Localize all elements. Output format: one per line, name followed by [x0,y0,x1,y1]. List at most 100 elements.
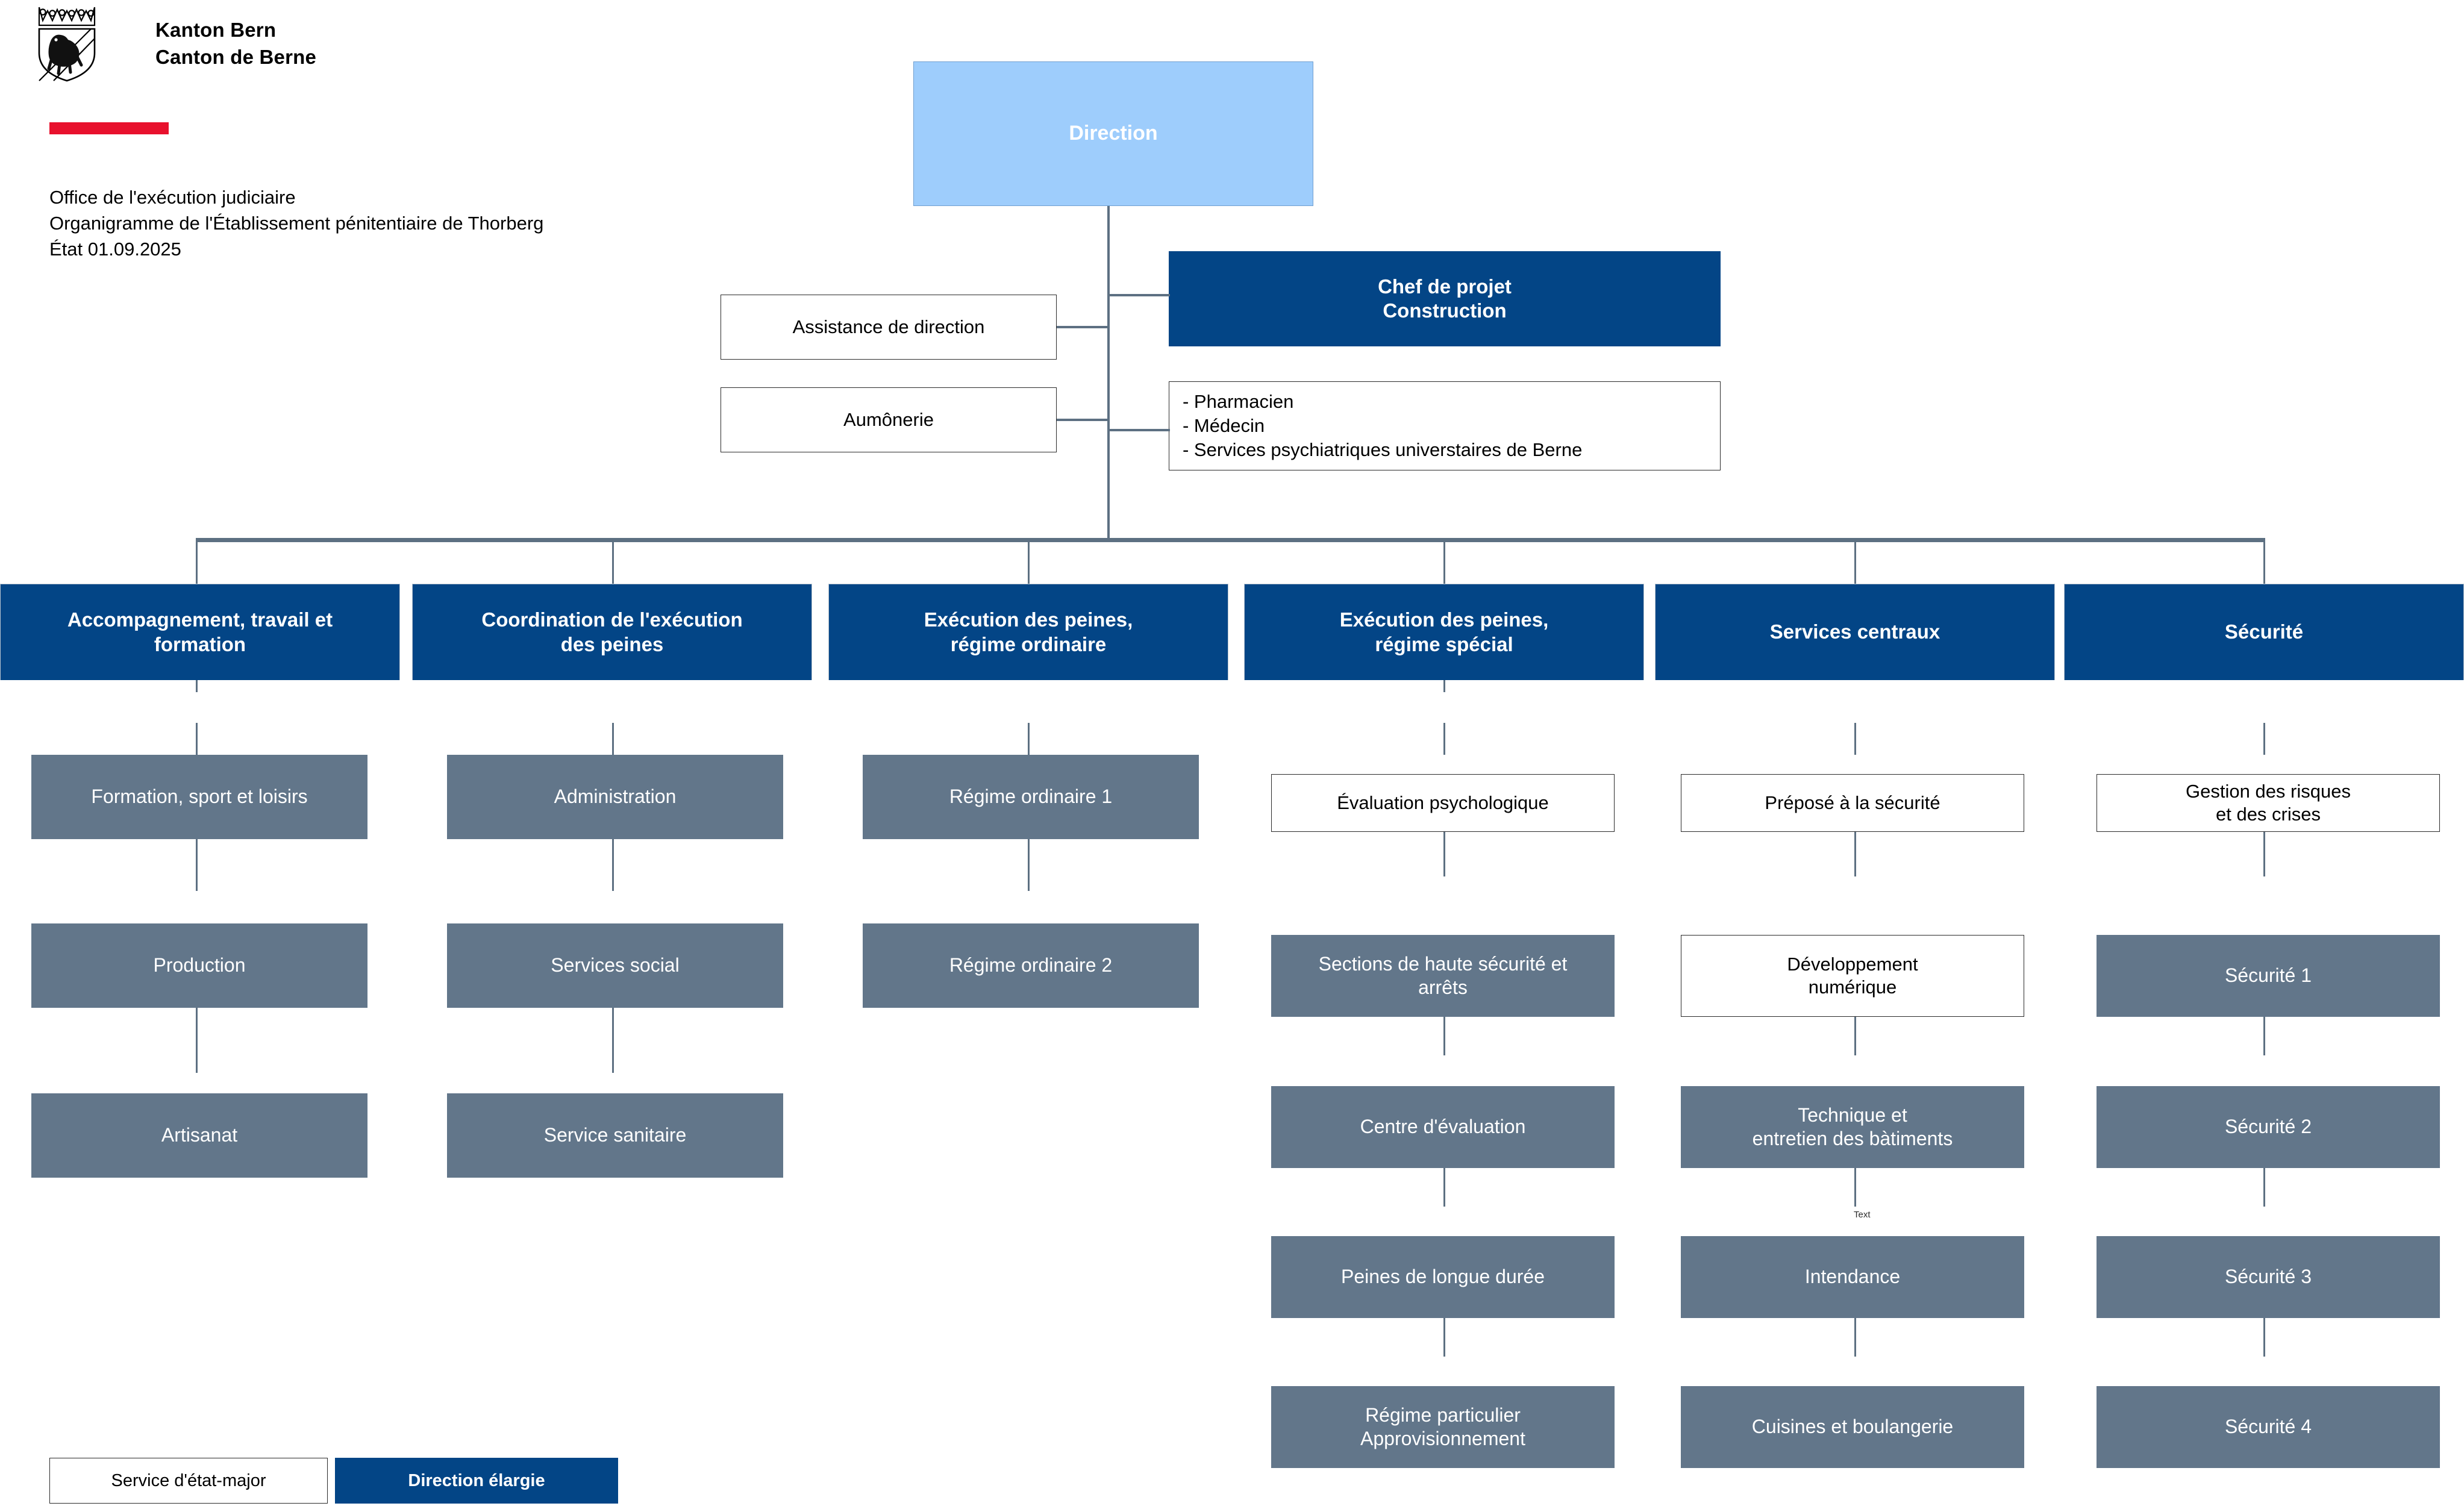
node-assistance-label: Assistance de direction [792,316,985,338]
node-chef-de-projet-label: Chef de projet Construction [1378,275,1512,322]
connector-c5-2 [1854,1017,1856,1055]
node-intendance[interactable]: Intendance [1681,1236,2024,1318]
node-label: Sécurité 2 [2224,1116,2312,1138]
node-label: Sécurité 3 [2224,1266,2312,1288]
connector-aumonerie [1057,419,1108,421]
node-sections-haute-securite[interactable]: Sections de haute sécurité et arrêts [1271,935,1615,1017]
connector-drop-dept-2 [612,538,614,586]
connector-c2-1 [612,839,614,891]
brand-name: Kanton Bern Canton de Berne [155,17,316,71]
node-external-services-label: - Pharmacien - Médecin - Services psychi… [1183,390,1583,461]
connector-c5-4 [1854,1318,1856,1357]
connector-stub-dept-4 [1443,680,1445,692]
node-direction[interactable]: Direction [913,61,1313,206]
node-prepose-a-la-securite[interactable]: Préposé à la sécurité [1681,774,2024,832]
dept-header-label: Sécurité [2224,620,2304,643]
dept-header-label: Accompagnement, travail et formation [67,608,333,655]
node-formation-sport-et-loisirs[interactable]: Formation, sport et loisirs [31,755,367,839]
connector-c1-top [196,723,198,755]
brand-name-fr: Canton de Berne [155,45,317,68]
node-label: Sections de haute sécurité et arrêts [1318,952,1568,998]
node-peines-de-longue-duree[interactable]: Peines de longue durée [1271,1236,1615,1318]
node-label: Formation, sport et loisirs [91,786,308,808]
node-label: Régime ordinaire 2 [949,954,1113,976]
dept-header-label: Exécution des peines, régime spécial [1339,608,1549,655]
node-regime-ordinaire-2[interactable]: Régime ordinaire 2 [863,923,1199,1008]
node-aumonerie-label: Aumônerie [843,409,934,431]
node-gestion-des-risques-et-des-crises[interactable]: Gestion des risques et des crises [2097,774,2440,832]
node-label: Centre d'évaluation [1360,1116,1526,1138]
connector-c6-2 [2263,1017,2265,1055]
node-securite-2[interactable]: Sécurité 2 [2097,1086,2440,1168]
node-technique-et-entretien-des-batiments[interactable]: Technique et entretien des bàtiments [1681,1086,2024,1168]
connector-c4-2 [1443,1017,1445,1055]
connector-chef-de-projet [1107,294,1170,296]
connector-c5-top [1854,723,1856,755]
connector-external-services [1107,429,1170,431]
connector-c4-4 [1443,1318,1445,1357]
connector-drop-dept-3 [1028,538,1030,586]
bern-coat-of-arms-icon [33,5,104,82]
dept-header-regime-special[interactable]: Exécution des peines, régime spécial [1244,584,1644,680]
connector-c3-top [1028,723,1030,755]
node-label: Service sanitaire [543,1124,687,1146]
dept-header-securite[interactable]: Sécurité [2064,584,2464,680]
connector-department-bus [196,538,2265,542]
node-label: Sécurité 1 [2224,964,2312,987]
node-label: Services social [551,954,680,976]
legend-label: Service d'état-major [111,1470,266,1490]
node-aumonerie[interactable]: Aumônerie [721,387,1057,452]
node-service-sanitaire[interactable]: Service sanitaire [447,1093,783,1178]
connector-drop-dept-1 [196,538,198,586]
connector-c6-top [2263,723,2265,755]
connector-c6-4 [2263,1318,2265,1357]
node-centre-devaluation[interactable]: Centre d'évaluation [1271,1086,1615,1168]
node-label: Artisanat [161,1124,238,1146]
connector-stub-dept-1 [196,680,198,692]
dept-header-accompagnement[interactable]: Accompagnement, travail et formation [0,584,400,680]
stray-text-label: Text [1854,1210,1871,1220]
node-regime-particulier-approvisionnement[interactable]: Régime particulier Approvisionnement [1271,1386,1615,1468]
node-label: Cuisines et boulangerie [1751,1416,1954,1438]
connector-assistance [1057,326,1108,328]
dept-header-services-centraux[interactable]: Services centraux [1655,584,2055,680]
connector-c1-2 [196,1008,198,1073]
node-label: Régime ordinaire 1 [949,786,1113,808]
node-label: Gestion des risques et des crises [2186,781,2351,825]
node-assistance-de-direction[interactable]: Assistance de direction [721,295,1057,360]
node-production[interactable]: Production [31,923,367,1008]
node-chef-de-projet-construction[interactable]: Chef de projet Construction [1169,251,1721,346]
node-label: Production [153,954,246,976]
connector-direction-trunk [1107,206,1110,542]
node-artisanat[interactable]: Artisanat [31,1093,367,1178]
connector-c4-1 [1443,832,1445,876]
dept-header-regime-ordinaire[interactable]: Exécution des peines, régime ordinaire [828,584,1228,680]
node-label: Administration [554,786,677,808]
node-securite-1[interactable]: Sécurité 1 [2097,935,2440,1017]
dept-header-label: Exécution des peines, régime ordinaire [924,608,1133,655]
node-securite-4[interactable]: Sécurité 4 [2097,1386,2440,1468]
connector-drop-dept-6 [2263,538,2265,586]
dept-header-coordination[interactable]: Coordination de l'exécution des peines [412,584,812,680]
node-administration[interactable]: Administration [447,755,783,839]
node-regime-ordinaire-1[interactable]: Régime ordinaire 1 [863,755,1199,839]
dept-header-label: Coordination de l'exécution des peines [481,608,743,655]
node-label: Sécurité 4 [2224,1416,2312,1438]
connector-drop-dept-5 [1854,538,1856,586]
node-evaluation-psychologique[interactable]: Évaluation psychologique [1271,774,1615,832]
legend-direction-elargie[interactable]: Direction élargie [335,1458,618,1504]
connector-c4-top [1443,723,1445,755]
node-developpement-numerique[interactable]: Développement numérique [1681,935,2024,1017]
node-label: Peines de longue durée [1340,1266,1545,1288]
document-title: Office de l'exécution judiciaire Organig… [49,187,544,260]
dept-header-label: Services centraux [1769,620,1940,643]
node-services-social[interactable]: Services social [447,923,783,1008]
legend-service-detat-major[interactable]: Service d'état-major [49,1458,328,1504]
node-label: Développement numérique [1787,954,1918,998]
legend-label: Direction élargie [408,1470,545,1490]
node-securite-3[interactable]: Sécurité 3 [2097,1236,2440,1318]
node-cuisines-et-boulangerie[interactable]: Cuisines et boulangerie [1681,1386,2024,1468]
connector-c5-1 [1854,832,1856,876]
node-external-services[interactable]: - Pharmacien - Médecin - Services psychi… [1169,381,1721,470]
node-label: Intendance [1804,1266,1901,1288]
